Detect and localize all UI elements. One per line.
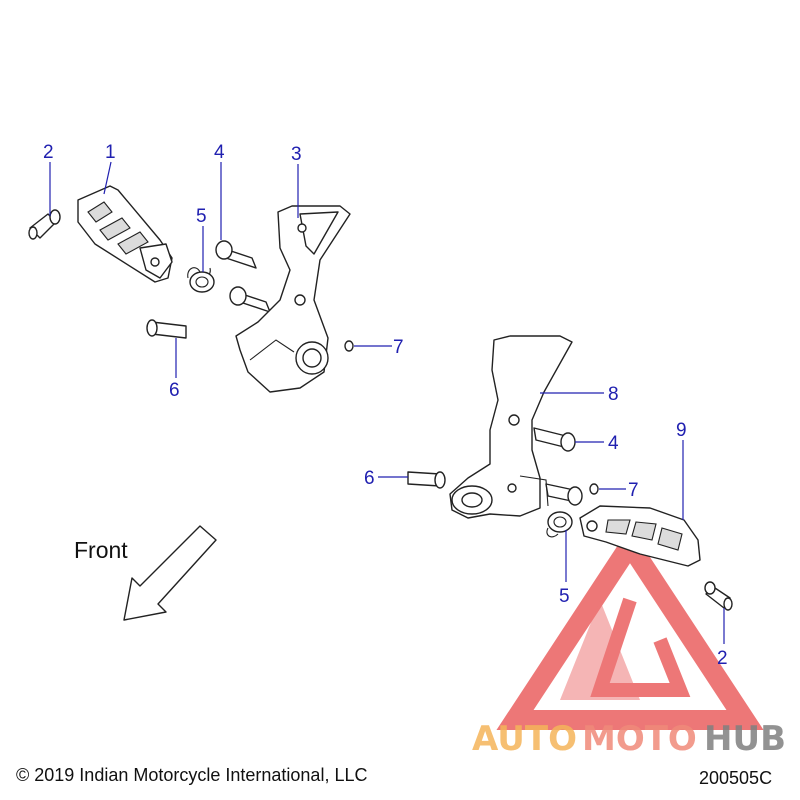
watermark-moto: MOTO — [582, 719, 697, 759]
callout-1: 1 — [105, 142, 116, 163]
part-pin-right — [704, 581, 733, 611]
part-bolt-upper-left — [215, 240, 257, 269]
callout-9: 9 — [676, 420, 687, 441]
part-pin-left — [28, 209, 61, 240]
watermark-text: AUTO MOTO HUB — [472, 719, 786, 759]
watermark-logo — [496, 526, 764, 730]
part-bracket-left — [235, 205, 351, 393]
part-spring-right — [546, 511, 573, 538]
watermark-hub: HUB — [704, 719, 786, 759]
part-spring-left — [187, 267, 215, 293]
part-bolt-right-upper — [533, 427, 576, 452]
callouts: 2 1 4 5 3 6 7 8 4 6 7 9 5 2 — [43, 142, 728, 669]
callout-2-right: 2 — [717, 648, 728, 669]
callout-5-right: 5 — [559, 586, 570, 607]
part-bracket-right — [449, 335, 573, 519]
part-clevis-pin-left — [146, 319, 187, 339]
part-bolt-lower-left — [229, 286, 271, 313]
callout-6-right: 6 — [364, 468, 375, 489]
leader-lines — [49, 161, 725, 644]
copyright-text: © 2019 Indian Motorcycle International, … — [16, 765, 367, 785]
part-footpeg-left — [77, 185, 173, 283]
callout-7-right: 7 — [628, 480, 639, 501]
callout-8: 8 — [608, 384, 619, 405]
callout-2-left: 2 — [43, 142, 54, 163]
front-label: Front — [74, 537, 128, 563]
part-ring-right — [589, 483, 599, 495]
callout-3: 3 — [291, 144, 302, 165]
part-footpeg-right — [579, 505, 701, 567]
front-arrow-icon — [123, 525, 217, 621]
callout-7-left: 7 — [393, 337, 404, 358]
callout-4-right: 4 — [608, 433, 619, 454]
callout-6-left: 6 — [169, 380, 180, 401]
part-bolt-right-lower — [545, 483, 583, 506]
part-ring-left — [344, 340, 354, 352]
callout-5-left: 5 — [196, 206, 207, 227]
part-clevis-pin-right — [407, 471, 446, 489]
diagram-code: 200505C — [699, 768, 772, 788]
callout-4-left: 4 — [214, 142, 225, 163]
watermark-auto: AUTO — [472, 719, 577, 759]
